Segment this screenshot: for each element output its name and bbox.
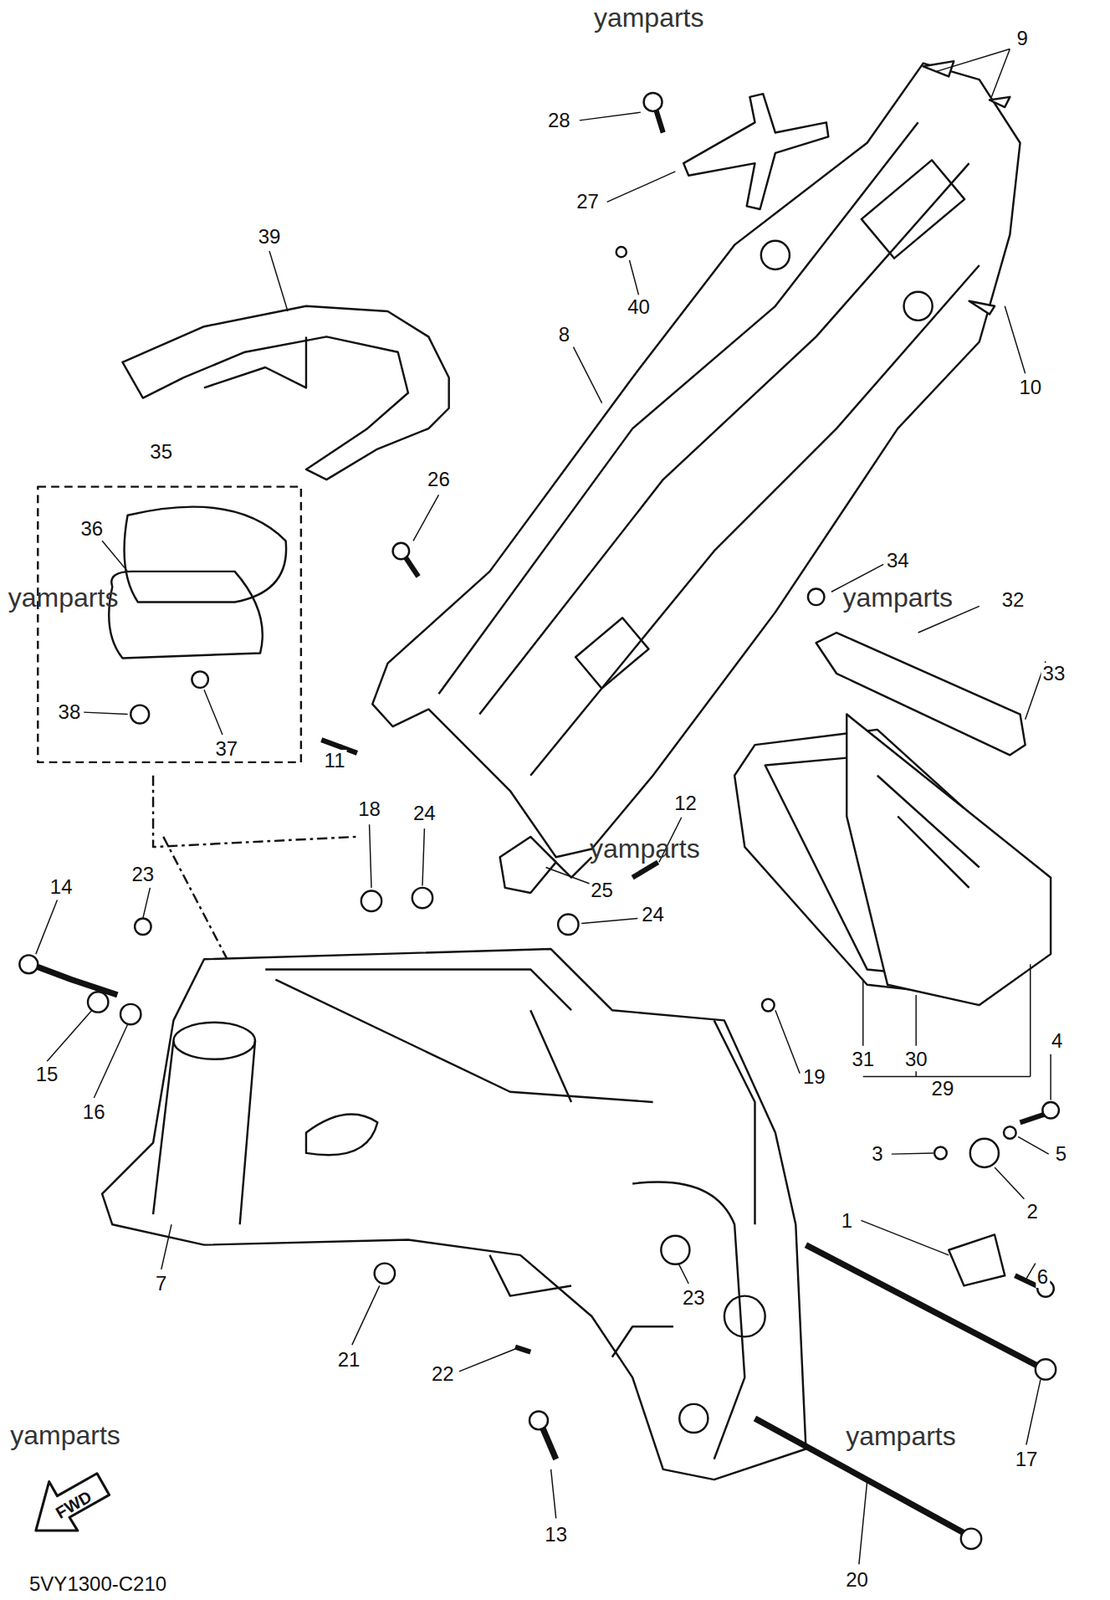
callout-number: 34 [884,549,911,572]
callout-number: 20 [844,1568,870,1591]
callout-number: 10 [1017,376,1044,399]
callout-number: 6 [1035,1265,1050,1288]
callout-number: 29 [930,1077,957,1100]
callout-number: 4 [1049,1029,1064,1052]
callout-number: 19 [801,1065,828,1088]
watermark: yamparts [844,1421,958,1450]
callout-number: 35 [148,440,174,463]
callout-number: 40 [625,296,652,318]
callout-number: 11 [322,749,348,772]
callout-number: 1 [839,1209,855,1232]
callout-number: 36 [78,517,105,540]
callout-number: 16 [81,1100,108,1123]
callout-number: 9 [1014,27,1029,50]
callout-number: 39 [256,225,283,248]
callout-number: 23 [129,863,156,885]
watermark: yamparts [588,833,702,863]
watermark: yamparts [841,583,956,612]
callout-number: 30 [903,1048,930,1070]
callout-number: 22 [429,1362,456,1385]
callout-number: 7 [153,1272,169,1295]
callout-number: 18 [356,797,383,820]
watermark: yamparts [6,583,121,612]
callout-number: 13 [542,1523,569,1545]
callout-number: 21 [336,1348,363,1371]
callout-number: 24 [639,903,666,926]
callout-number: 14 [48,875,75,898]
callout-number: 31 [849,1048,876,1070]
callout-number: 23 [680,1286,707,1309]
callout-number: 24 [411,802,438,824]
callout-number: 32 [1000,588,1027,611]
callout-number: 5 [1053,1142,1069,1165]
callout-number: 33 [1041,662,1068,685]
watermark: yamparts [8,1420,123,1449]
callout-number: 25 [588,879,615,901]
callout-number: 38 [56,700,83,723]
callout-number: 37 [213,737,240,760]
diagram-code: 5VY1300-C210 [27,1572,169,1595]
callout-number: 3 [869,1142,885,1165]
callout-number: 8 [557,323,572,346]
callout-number: 27 [574,190,601,213]
callout-number: 26 [425,468,452,491]
callout-number: 15 [34,1063,61,1085]
callout-number: 12 [672,792,699,814]
callout-number: 17 [1013,1447,1040,1470]
callout-number: 2 [1025,1200,1040,1223]
callout-number: 28 [546,109,573,132]
watermark: yamparts [592,3,706,32]
